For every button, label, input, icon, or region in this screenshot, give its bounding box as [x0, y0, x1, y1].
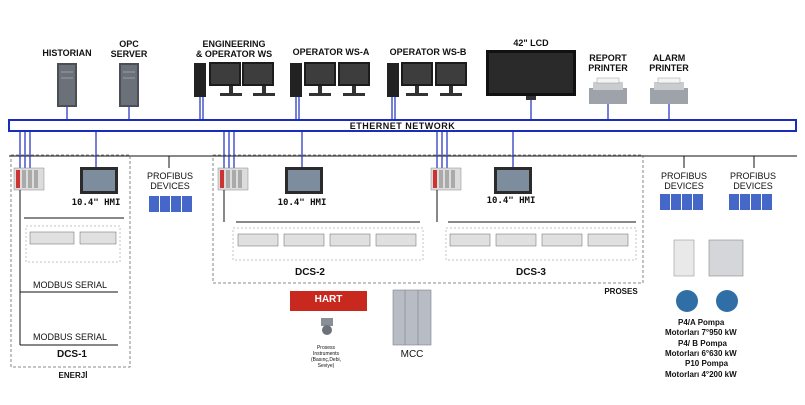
operator-ws-b-label: OPERATOR WS-B: [389, 47, 467, 57]
report-printer-label: REPORT PRINTER: [588, 53, 628, 73]
hmi2-label: 10.4" HMI: [277, 198, 327, 208]
alarm-printer-icon: [650, 77, 688, 104]
io-module-frames: [25, 225, 637, 263]
profibus-devices-label-1: PROFIBUS DEVICES: [146, 171, 193, 191]
pump-line-1: P4/A Pompa: [678, 318, 725, 327]
hmi3-label: 10.4" HMI: [486, 196, 536, 206]
ethernet-network-bar: [8, 119, 797, 132]
hmi1-label: 10.4" HMI: [71, 198, 121, 208]
opc-server-label: OPC SERVER: [110, 39, 148, 59]
pump-line-5: P10 Pompa: [685, 359, 729, 368]
process-instrument-icon: [321, 318, 333, 335]
pump-line-2: Motorları 7°950 kW: [665, 328, 737, 337]
hart-logo: [290, 291, 367, 311]
historian-server-icon: [57, 63, 77, 107]
proses-zone-label: PROSES: [604, 287, 638, 296]
mcc-cabinet-icon: [392, 289, 432, 346]
io-modules: [29, 231, 629, 247]
modbus-serial-label-2: MODBUS SERIAL: [32, 332, 108, 342]
engineering-ws-label: ENGINEERING & OPERATOR WS: [195, 39, 273, 59]
mcc-label: MCC: [400, 349, 424, 360]
ethernet-drops: [66, 97, 670, 120]
engineering-workstation-icon: [194, 62, 275, 97]
hmi3-icon: [494, 167, 532, 194]
lcd-display-icon: [486, 50, 576, 100]
hart-label: HART: [314, 294, 343, 305]
hmi2-icon: [285, 167, 323, 194]
proses-zone: [212, 154, 644, 284]
operator-ws-a-label: OPERATOR WS-A: [292, 47, 370, 57]
dcs3-controller-icon: [430, 167, 462, 191]
profibus-devices-label-3: PROFIBUS DEVICES: [729, 171, 776, 191]
profibus-devices-label-2: PROFIBUS DEVICES: [660, 171, 707, 191]
dcs1-label: DCS-1: [56, 349, 87, 360]
alarm-printer-label: ALARM PRINTER: [649, 53, 689, 73]
lcd-label: 42" LCD: [513, 38, 549, 48]
dcs3-label: DCS-3: [515, 267, 546, 278]
modbus-serial-label-1: MODBUS SERIAL: [32, 280, 108, 290]
dcs1-controller-icon: [13, 167, 45, 191]
dcs1-zone: [10, 154, 131, 368]
drives-motors-icon: [673, 239, 744, 312]
process-instruments-label: Prosess Instruments (Basınç,Debi, Seviye…: [310, 345, 341, 369]
profibus-devices-icon: [149, 156, 772, 212]
controller-ethernet-drops: [19, 131, 514, 170]
operator-ws-b-icon: [387, 62, 467, 97]
hmi1-icon: [80, 167, 118, 194]
io-buses: [19, 190, 636, 346]
dcs2-label: DCS-2: [294, 267, 325, 278]
historian-label: HISTORIAN: [42, 48, 92, 58]
pump-line-6: Motorları 4°200 kW: [665, 370, 737, 379]
pump-line-4: Motorları 6°630 kW: [665, 349, 737, 358]
enerji-zone-label: ENERJİ: [58, 371, 88, 380]
ethernet-network-label: ETHERNET NETWORK: [349, 121, 456, 131]
dcs2-controller-icon: [217, 167, 249, 191]
report-printer-icon: [589, 77, 627, 104]
pump-line-3: P4/ B Pompa: [678, 339, 727, 348]
opc-server-icon: [119, 63, 139, 107]
operator-ws-a-icon: [290, 62, 370, 97]
